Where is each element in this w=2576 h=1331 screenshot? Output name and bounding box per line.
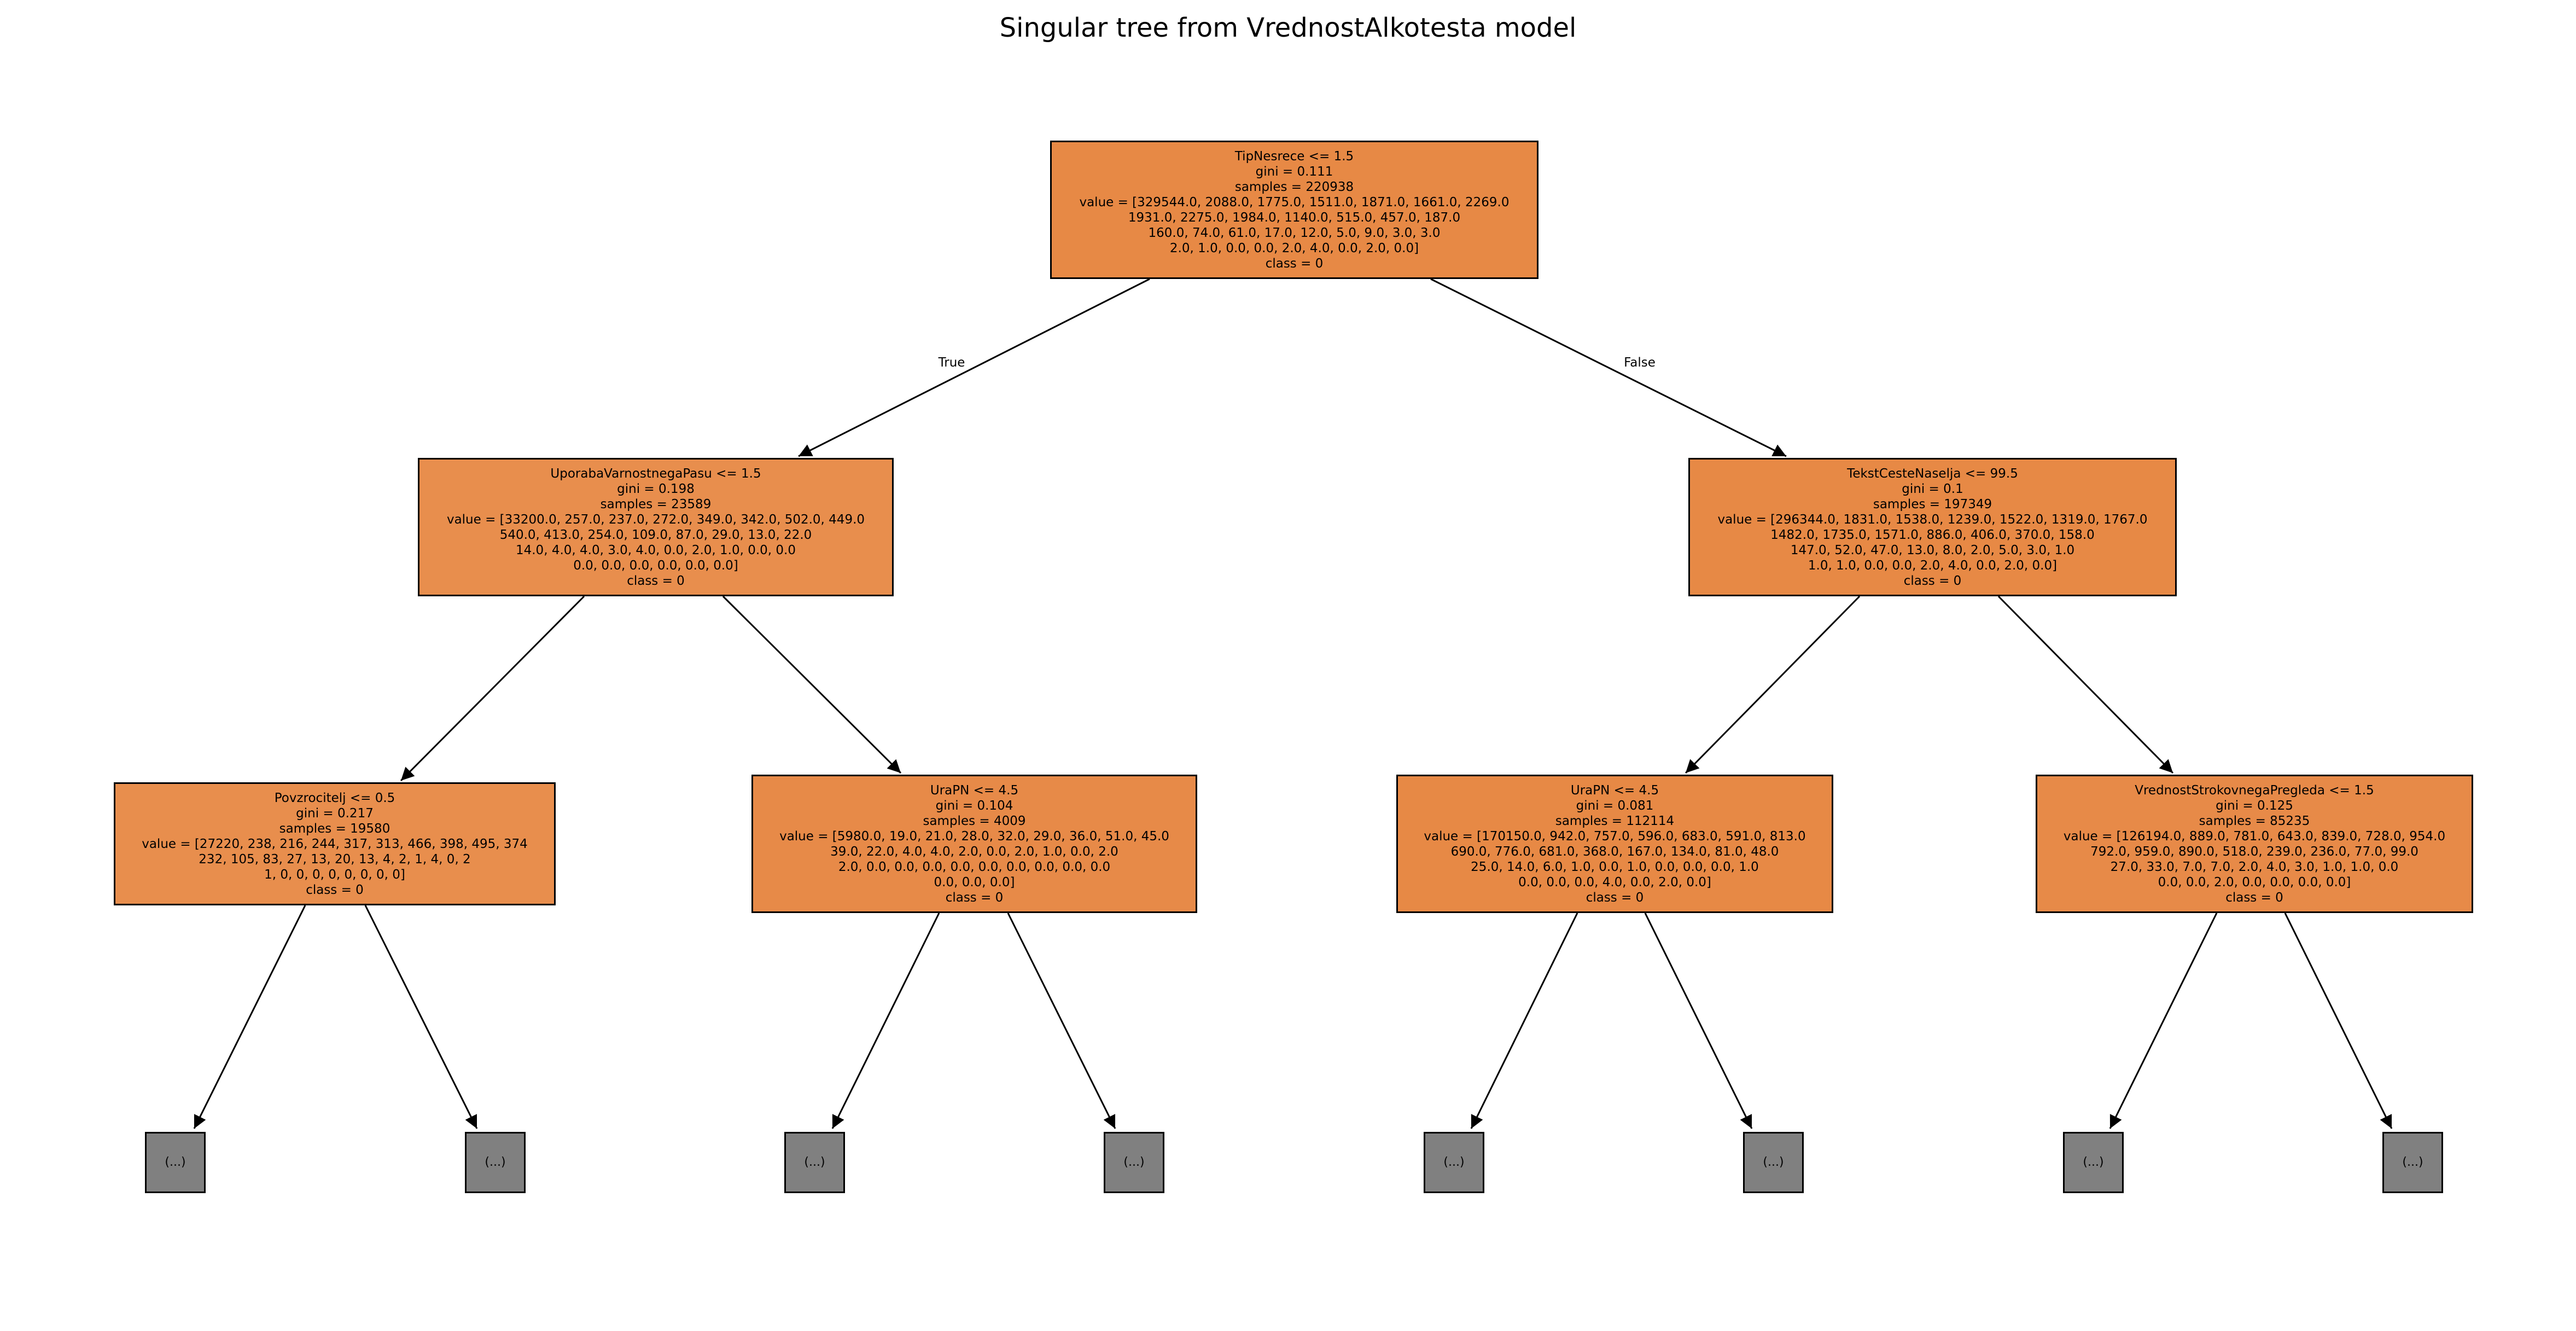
node-text-line: 0.0, 0.0, 2.0, 0.0, 0.0, 0.0, 0.0] <box>2158 875 2351 890</box>
node-text-line: 27.0, 33.0, 7.0, 7.0, 2.0, 4.0, 3.0, 1.0… <box>2110 859 2399 874</box>
node-text-line: 690.0, 776.0, 681.0, 368.0, 167.0, 134.0… <box>1450 844 1779 859</box>
figure-title: Singular tree from VrednostAlkotesta mod… <box>999 13 1577 43</box>
node-text-line: 14.0, 4.0, 4.0, 3.0, 4.0, 0.0, 2.0, 1.0,… <box>515 543 796 557</box>
node-text-line: gini = 0.125 <box>2216 798 2293 813</box>
node-text-line: gini = 0.111 <box>1255 164 1333 179</box>
edge-rr-leaf-1 <box>2109 912 2218 1129</box>
node-text-line: class = 0 <box>1265 256 1324 271</box>
node-text-line: 25.0, 14.0, 6.0, 1.0, 0.0, 1.0, 0.0, 0.0… <box>1471 859 1759 874</box>
node-text-line: Povzrocitelj <= 0.5 <box>274 791 395 805</box>
edge-right-rr <box>1997 595 2174 774</box>
node-text-line: value = [27220, 238, 216, 244, 317, 313,… <box>142 836 528 851</box>
node-text-line: class = 0 <box>945 890 1004 905</box>
node-text-line: samples = 4009 <box>923 813 1026 828</box>
node-text-line: gini = 0.217 <box>296 806 374 821</box>
node-text-line: class = 0 <box>2225 890 2283 905</box>
edge-lr-leaf-1 <box>831 912 940 1129</box>
truncated-node: (...) <box>2382 1132 2443 1193</box>
node-text-line: 1.0, 1.0, 0.0, 0.0, 2.0, 4.0, 0.0, 2.0, … <box>1808 558 2058 573</box>
node-text-line: TekstCesteNaselja <= 99.5 <box>1847 466 2018 481</box>
edge-left-lr <box>722 595 902 774</box>
node-text-line: 1, 0, 0, 0, 0, 0, 0, 0, 0] <box>264 867 405 882</box>
node-text-line: UraPN <= 4.5 <box>1570 783 1659 798</box>
node-text-line: gini = 0.081 <box>1576 798 1654 813</box>
truncated-node: (...) <box>1743 1132 1804 1193</box>
edge-lr-leaf-2 <box>1007 912 1116 1129</box>
node-text-line: 540.0, 413.0, 254.0, 109.0, 87.0, 29.0, … <box>499 527 812 542</box>
node-text-line: value = [5980.0, 19.0, 21.0, 28.0, 32.0,… <box>779 829 1169 844</box>
node-text-line: class = 0 <box>306 882 364 897</box>
truncated-node: (...) <box>1424 1132 1484 1193</box>
edge-ll-leaf-2 <box>364 905 478 1129</box>
node-text-line: 147.0, 52.0, 47.0, 13.0, 8.0, 2.0, 5.0, … <box>1790 543 2075 557</box>
node-text-line: class = 0 <box>1586 890 1644 905</box>
node-text-line: gini = 0.104 <box>935 798 1013 813</box>
node-text-line: samples = 85235 <box>2199 813 2310 828</box>
node-text-line: class = 0 <box>627 573 685 588</box>
edge-rl-leaf-2 <box>1644 912 1753 1129</box>
edge-rl-leaf-1 <box>1470 912 1578 1129</box>
node-text-line: 160.0, 74.0, 61.0, 17.0, 12.0, 5.0, 9.0,… <box>1148 225 1441 240</box>
node-text-line: gini = 0.198 <box>617 481 695 496</box>
node-text-line: UporabaVarnostnegaPasu <= 1.5 <box>550 466 761 481</box>
node-text-line: samples = 19580 <box>279 821 391 836</box>
node-text-line: samples = 220938 <box>1234 179 1354 194</box>
edge-root-right <box>1430 278 1787 457</box>
node-text-line: 39.0, 22.0, 4.0, 4.0, 2.0, 0.0, 2.0, 1.0… <box>830 844 1118 859</box>
node-text-line: 2.0, 1.0, 0.0, 0.0, 2.0, 4.0, 0.0, 2.0, … <box>1169 241 1419 255</box>
edge-label-false: False <box>1624 356 1656 370</box>
node-text-line: 232, 105, 83, 27, 13, 20, 13, 4, 2, 1, 4… <box>199 852 471 867</box>
truncated-node: (...) <box>2063 1132 2124 1193</box>
node-text-line: value = [33200.0, 257.0, 237.0, 272.0, 3… <box>446 512 865 527</box>
node-text-line: 2.0, 0.0, 0.0, 0.0, 0.0, 0.0, 0.0, 0.0, … <box>838 859 1111 874</box>
node-text-line: UraPN <= 4.5 <box>930 783 1019 798</box>
edge-right-rl <box>1685 595 1861 774</box>
truncated-node: (...) <box>145 1132 206 1193</box>
node-text-line: samples = 112114 <box>1555 813 1675 828</box>
node-text-line: value = [126194.0, 889.0, 781.0, 643.0, … <box>2063 829 2446 844</box>
truncated-node: (...) <box>465 1132 526 1193</box>
node-text-line: VrednostStrokovnegaPregleda <= 1.5 <box>2135 783 2374 798</box>
edge-left-ll <box>400 595 585 782</box>
node-text-line: samples = 23589 <box>600 497 712 512</box>
edge-root-left <box>798 278 1150 457</box>
node-text-line: gini = 0.1 <box>1902 481 1963 496</box>
node-text-line: 1931.0, 2275.0, 1984.0, 1140.0, 515.0, 4… <box>1128 210 1461 225</box>
node-text-line: 792.0, 959.0, 890.0, 518.0, 239.0, 236.0… <box>2090 844 2418 859</box>
edge-rr-leaf-2 <box>2284 912 2393 1129</box>
node-text-line: 0.0, 0.0, 0.0] <box>934 875 1015 890</box>
node-text-line: 1482.0, 1735.0, 1571.0, 886.0, 406.0, 37… <box>1770 527 2095 542</box>
node-text-line: 0.0, 0.0, 0.0, 4.0, 0.0, 2.0, 0.0] <box>1518 875 1711 890</box>
node-text-line: value = [329544.0, 2088.0, 1775.0, 1511.… <box>1079 195 1510 210</box>
node-text-line: class = 0 <box>1903 573 1962 588</box>
node-text-line: TipNesrece <= 1.5 <box>1234 149 1354 164</box>
node-text-line: 0.0, 0.0, 0.0, 0.0, 0.0, 0.0] <box>573 558 738 573</box>
truncated-node: (...) <box>1104 1132 1164 1193</box>
node-text-line: samples = 197349 <box>1873 497 1992 512</box>
truncated-node: (...) <box>784 1132 845 1193</box>
node-text-line: value = [296344.0, 1831.0, 1538.0, 1239.… <box>1717 512 2148 527</box>
node-text-line: value = [170150.0, 942.0, 757.0, 596.0, … <box>1424 829 1806 844</box>
edge-label-true: True <box>938 356 965 370</box>
edge-ll-leaf-1 <box>193 905 306 1129</box>
